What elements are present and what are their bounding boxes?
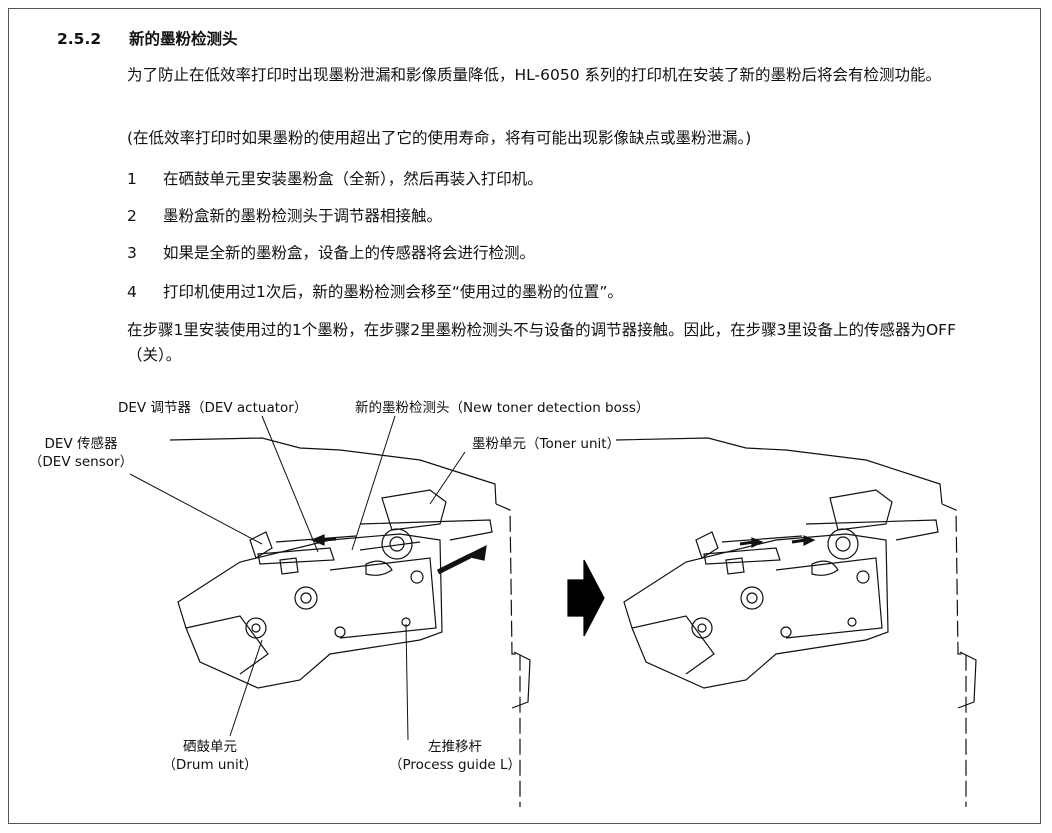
toner-detection-figure: DEV 调节器（DEV actuator） 新的墨粉检测头（New toner … [0, 392, 1052, 822]
left-machine-drawing [169, 437, 531, 807]
intro-paragraph: 为了防止在低效率打印时出现墨粉泄漏和影像质量降低，HL-6050 系列的打印机在… [127, 66, 941, 84]
conclusion-paragraph: 在步骤1里安装使用过的1个墨粉，在步骤2里墨粉检测头不与设备的调节器接触。因此，… [127, 321, 956, 364]
step-item: 4 打印机使用过1次后，新的墨粉检测会移至“使用过的墨粉的位置”。 [127, 282, 623, 302]
step-item: 2 墨粉盒新的墨粉检测头于调节器相接触。 [127, 206, 442, 226]
step-item: 3 如果是全新的墨粉盒，设备上的传感器将会进行检测。 [127, 243, 535, 263]
label-process-guide-cn: 左推移杆 [428, 739, 482, 755]
mechanism-diagram [129, 415, 977, 807]
right-machine-drawing [615, 437, 977, 807]
section-title: 新的墨粉检测头 [129, 30, 238, 48]
note-paragraph: (在低效率打印时如果墨粉的使用超出了它的使用寿命，将有可能出现影像缺点或墨粉泄漏… [127, 129, 752, 147]
step-number: 3 [127, 244, 137, 262]
step-item: 1 在硒鼓单元里安装墨粉盒（全新），然后再装入打印机。 [127, 169, 543, 189]
label-dev-actuator: DEV 调节器（DEV actuator） [118, 400, 308, 416]
label-new-toner-boss: 新的墨粉检测头（New toner detection boss） [355, 400, 650, 416]
step-text: 如果是全新的墨粉盒，设备上的传感器将会进行检测。 [163, 244, 536, 262]
step-text: 在硒鼓单元里安装墨粉盒（全新），然后再装入打印机。 [163, 170, 543, 188]
label-process-guide-en: （Process guide L） [388, 757, 522, 773]
section-heading: 2.5.2 新的墨粉检测头 [57, 27, 238, 49]
leader-lines [129, 415, 466, 741]
label-dev-sensor-en: （DEV sensor） [28, 454, 134, 470]
label-drum-unit: 硒鼓单元 （Drum unit） [155, 738, 265, 774]
step-number: 2 [127, 207, 137, 225]
label-toner-unit: 墨粉单元（Toner unit） [472, 436, 621, 452]
step-text: 打印机使用过1次后，新的墨粉检测会移至“使用过的墨粉的位置”。 [163, 283, 623, 301]
step-number: 4 [127, 283, 137, 301]
transition-arrow-icon [567, 559, 605, 637]
label-drum-unit-en: （Drum unit） [162, 757, 258, 773]
label-dev-sensor-cn: DEV 传感器 [44, 436, 118, 452]
label-dev-sensor: DEV 传感器 （DEV sensor） [22, 435, 140, 471]
label-drum-unit-cn: 硒鼓单元 [183, 739, 237, 755]
step-text: 墨粉盒新的墨粉检测头于调节器相接触。 [163, 207, 443, 225]
step-number: 1 [127, 170, 137, 188]
page-frame [8, 8, 1041, 824]
label-process-guide: 左推移杆 （Process guide L） [380, 738, 530, 774]
section-number: 2.5.2 [57, 30, 102, 48]
